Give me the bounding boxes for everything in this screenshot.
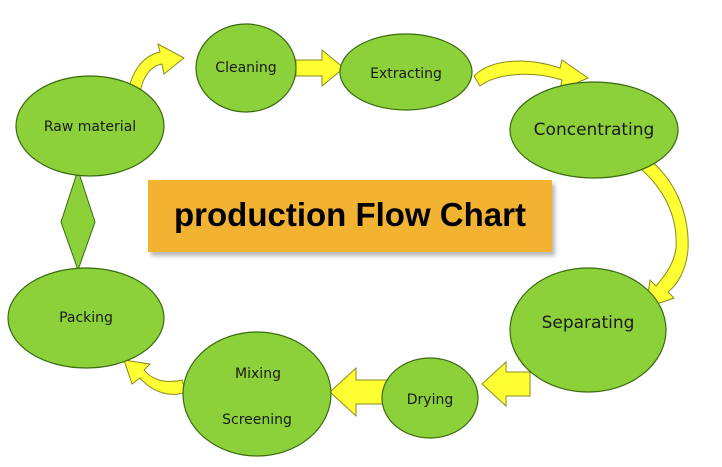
node-separating-label: Separating xyxy=(542,313,635,333)
arrow-mixing-to-packing xyxy=(123,359,187,395)
node-concentrating xyxy=(509,81,679,179)
arrow-separating-to-drying xyxy=(481,360,531,408)
node-mixing-screening xyxy=(182,331,332,457)
arrow-concentrating-to-separating xyxy=(641,159,689,309)
node-cleaning xyxy=(195,23,297,113)
node-separating xyxy=(509,267,667,393)
node-concentrating-label: Concentrating xyxy=(534,120,655,140)
node-packing-label: Packing xyxy=(59,310,113,326)
node-extracting-label: Extracting xyxy=(370,66,442,82)
node-drying xyxy=(381,357,479,439)
node-raw-material xyxy=(15,75,165,177)
title-box xyxy=(148,180,552,252)
node-cleaning-label: Cleaning xyxy=(215,60,276,76)
node-mixing-label: Mixing xyxy=(235,366,281,382)
arrow-cleaning-to-extracting xyxy=(295,48,345,88)
chart-title: production Flow Chart xyxy=(174,196,526,233)
node-drying-label: Drying xyxy=(407,392,453,408)
arrow-raw-to-cleaning xyxy=(127,43,185,95)
node-extracting xyxy=(339,33,473,111)
node-screening-label: Screening xyxy=(222,412,292,428)
node-packing xyxy=(7,267,165,369)
arrow-drying-to-mixing xyxy=(329,366,391,418)
connector-diamond xyxy=(60,168,96,272)
node-raw-material-label: Raw material xyxy=(44,119,136,135)
